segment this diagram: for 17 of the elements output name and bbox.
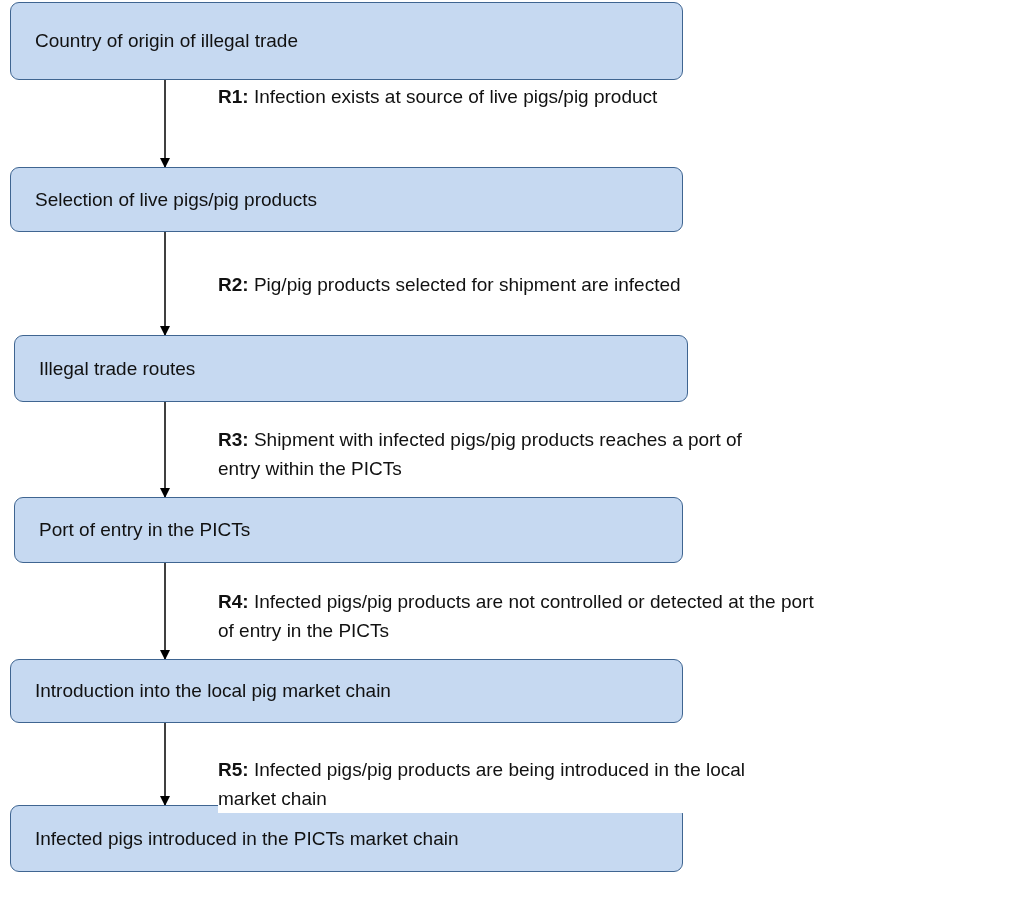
process-box	[10, 167, 683, 232]
process-box	[14, 335, 688, 402]
process-box	[14, 497, 683, 563]
box-label: Country of origin of illegal trade	[35, 30, 298, 52]
process-box	[10, 659, 683, 723]
box-label: Illegal trade routes	[39, 357, 196, 380]
arrow	[160, 79, 170, 168]
arrow	[160, 562, 170, 660]
arrow	[160, 722, 170, 806]
box-label: Introduction into the local pig market chain	[35, 680, 391, 702]
process-box	[10, 2, 683, 80]
process-box	[10, 805, 683, 872]
arrow	[160, 401, 170, 498]
box-label: Infected pigs introduced in the PICTs market chain	[35, 827, 459, 850]
box-label: Port of entry in the PICTs	[39, 519, 251, 541]
arrow	[160, 231, 170, 336]
box-label: Selection of live pigs/pig products	[35, 188, 317, 211]
